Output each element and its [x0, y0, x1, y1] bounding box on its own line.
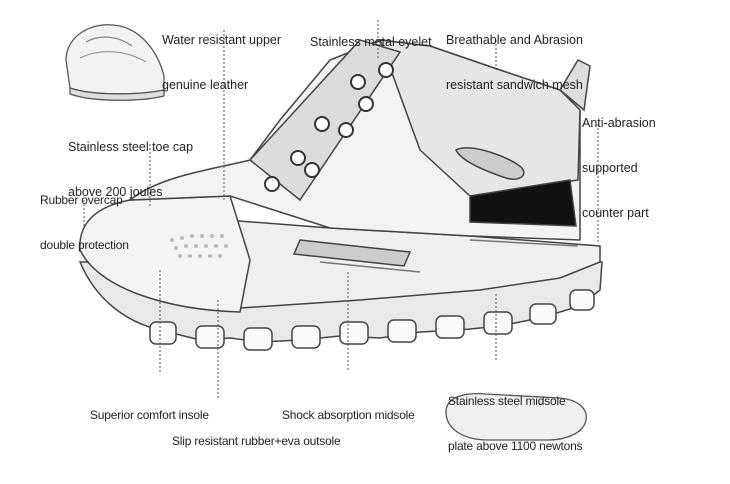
label-overcap: Rubber overcap double protection — [40, 163, 129, 283]
label-midsole-plate-line-1: Stainless steel midsole — [448, 394, 566, 408]
label-counter-line-1: Anti-abrasion — [582, 116, 656, 130]
label-upper-line-2: genuine leather — [162, 78, 249, 92]
midsole-plate-drawing — [445, 392, 587, 441]
label-mesh-line-1: Breathable and Abrasion — [446, 33, 583, 47]
label-mesh: Breathable and Abrasion resistant sandwi… — [446, 3, 583, 123]
label-insole-text: Superior comfort insole — [90, 408, 209, 422]
label-counter-line-3: counter part — [582, 206, 649, 220]
label-upper-line-1: Water resistant upper — [162, 33, 282, 47]
label-outsole: Slip resistant rubber+eva outsole — [172, 404, 341, 479]
boot-drawing — [78, 39, 603, 351]
label-midsole-plate: Stainless steel midsole plate above 1100… — [448, 364, 583, 484]
label-eyelet-text: Stainless metal eyelet — [310, 35, 432, 49]
boot-illustration — [65, 20, 603, 441]
leader-lines — [83, 20, 599, 398]
label-overcap-line-1: Rubber overcap — [40, 193, 123, 207]
label-mesh-line-2: resistant sandwich mesh — [446, 78, 583, 92]
label-eyelet: Stainless metal eyelet — [310, 5, 432, 80]
label-toecap-line-1: Stainless steel toe cap — [68, 140, 194, 154]
label-toecap-line-2: above 200 joules — [68, 185, 163, 199]
label-insole: Superior comfort insole — [90, 378, 209, 453]
label-upper: Water resistant upper genuine leather — [162, 3, 281, 123]
label-counter-line-2: supported — [582, 161, 638, 175]
diagram-stage: Water resistant upper genuine leather St… — [40, 3, 656, 453]
label-overcap-line-2: double protection — [40, 238, 129, 252]
label-shock: Shock absorption midsole — [282, 378, 415, 453]
label-midsole-plate-line-2: plate above 1100 newtons — [448, 439, 583, 453]
label-shock-text: Shock absorption midsole — [282, 408, 415, 422]
label-outsole-text: Slip resistant rubber+eva outsole — [172, 434, 341, 448]
toe-cap-drawing — [65, 24, 165, 101]
label-toecap: Stainless steel toe cap above 200 joules — [68, 110, 193, 230]
label-counter: Anti-abrasion supported counter part — [582, 86, 656, 251]
